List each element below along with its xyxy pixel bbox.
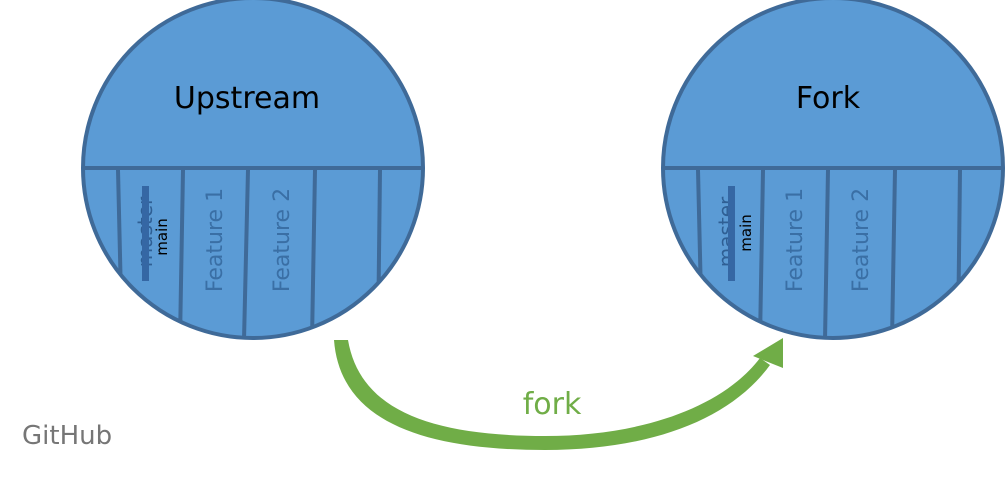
upstream-branch-feature-1: Feature 1 (203, 188, 228, 292)
fork-branch-feature-1: Feature 1 (783, 188, 808, 292)
fork-branch-feature-2: Feature 2 (849, 188, 874, 292)
fork-repo: Fork master main Feature 1 Feature 2 (661, 0, 1005, 340)
fork-default-branch: master main (714, 186, 755, 281)
fork-arrow-shaft (334, 340, 770, 450)
upstream-branch-new-name: main (153, 218, 171, 255)
fork-branch-new-name: main (737, 214, 755, 251)
upstream-repo: Upstream master main Feature 1 Feature 2 (81, 0, 425, 340)
fork-strike-mark (728, 186, 735, 281)
upstream-strike-mark (142, 186, 149, 281)
platform-label: GitHub (22, 421, 112, 451)
fork-arrow: fork (334, 338, 783, 450)
upstream-title: Upstream (174, 81, 320, 116)
upstream-default-branch: master main (133, 186, 171, 281)
fork-title: Fork (796, 81, 861, 116)
upstream-branch-feature-2: Feature 2 (270, 188, 295, 292)
fork-action-label: fork (523, 387, 582, 422)
fork-arrow-head (753, 338, 783, 368)
